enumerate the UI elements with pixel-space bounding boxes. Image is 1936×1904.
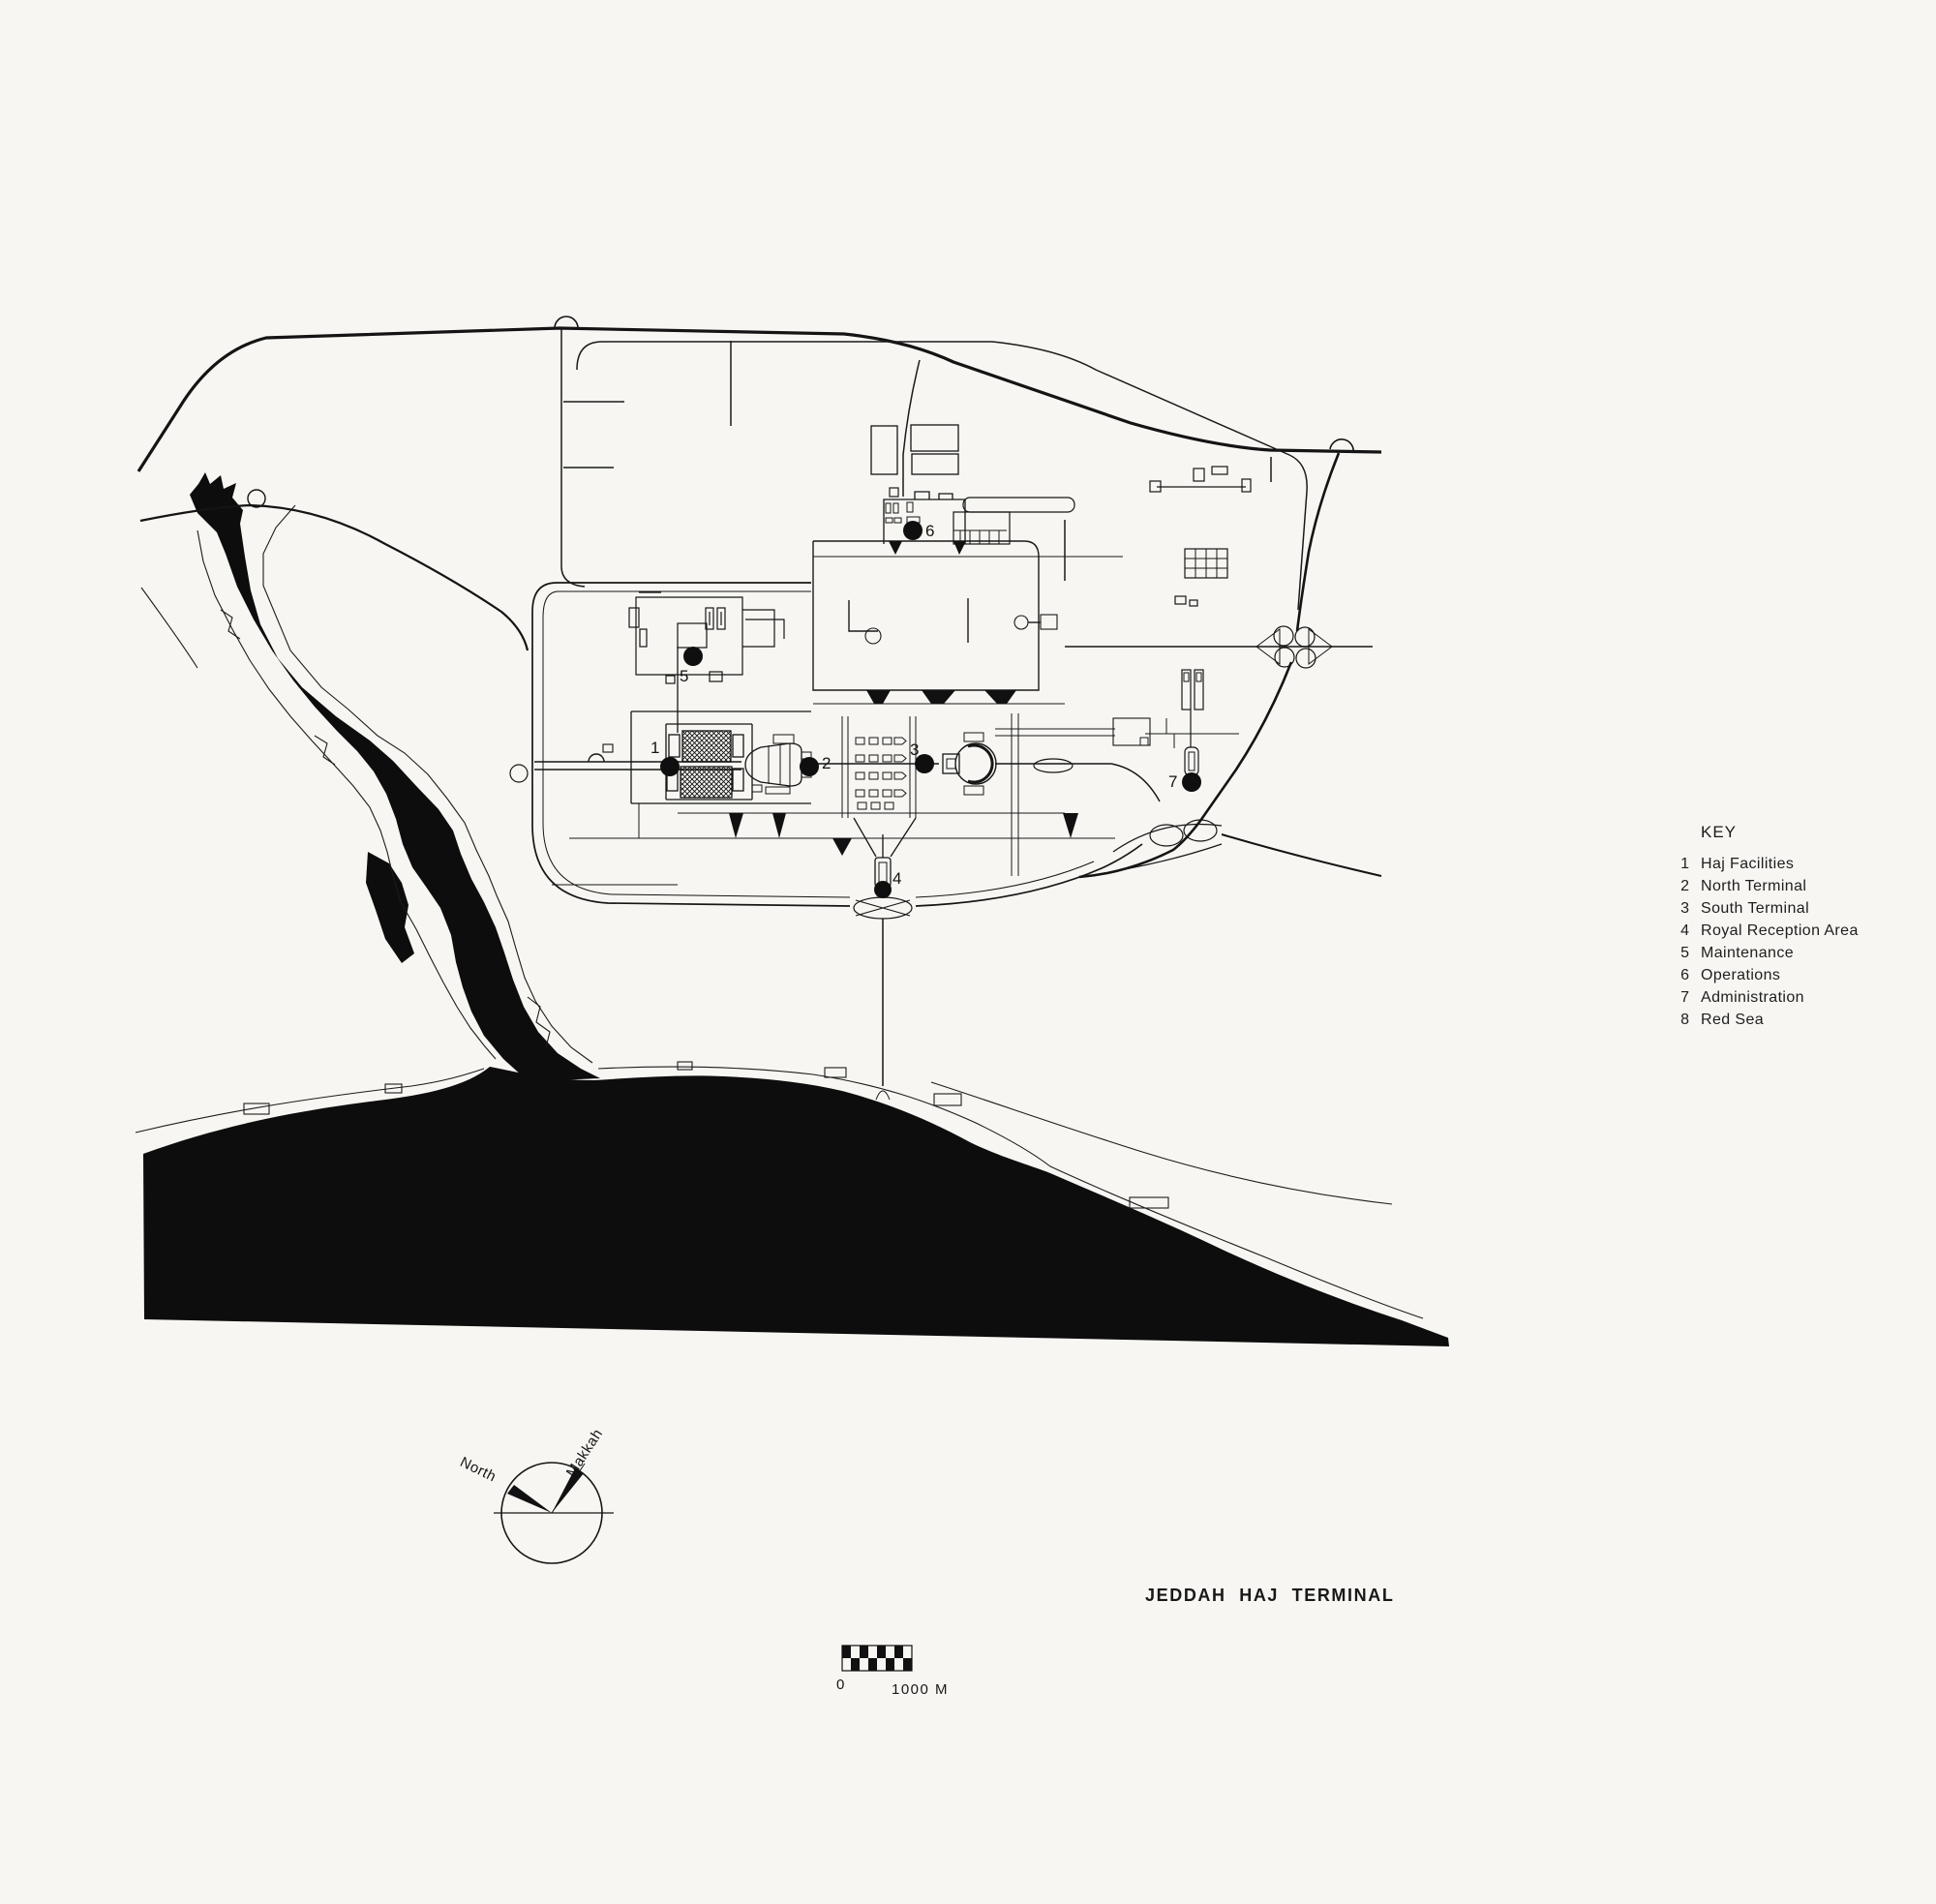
map-key: KEY 1 Haj Facilities 2 North Terminal 3 … [1674, 823, 1906, 1034]
key-item-number: 5 [1680, 945, 1689, 961]
creek-fill [190, 472, 600, 1080]
marker-label-4: 4 [892, 869, 902, 888]
marker-dot-7 [1182, 772, 1201, 792]
terminal-axis-road [509, 743, 1161, 802]
airport-loop-road [531, 582, 1143, 907]
key-item-red-sea: 8 Red Sea [1674, 1012, 1906, 1034]
drawing-title: JEDDAH HAJ TERMINAL [1145, 1586, 1395, 1605]
key-item-north-terminal: 2 North Terminal [1674, 878, 1906, 900]
marker-dot-5 [683, 647, 703, 666]
key-item-label: Operations [1701, 967, 1781, 983]
key-item-label: Maintenance [1701, 945, 1795, 961]
terminal-apron [569, 540, 1239, 876]
airfield-lines [560, 328, 1308, 611]
key-item-label: Administration [1701, 989, 1804, 1006]
haj-facilities-blocks [630, 647, 811, 804]
key-item-label: South Terminal [1701, 900, 1810, 917]
key-item-royal-reception-area: 4 Royal Reception Area [1674, 922, 1906, 945]
key-item-administration: 7 Administration [1674, 989, 1906, 1012]
key-item-operations: 6 Operations [1674, 967, 1906, 989]
key-item-label: Red Sea [1701, 1012, 1765, 1028]
scale-distance-label: 1000 M [892, 1681, 950, 1698]
south-terminal-stands [841, 716, 1074, 818]
highway-group [136, 316, 1382, 879]
key-item-label: Royal Reception Area [1701, 922, 1859, 939]
marker-dot-3 [915, 754, 934, 773]
key-item-number: 7 [1680, 989, 1689, 1006]
red-sea-fill [143, 1067, 1449, 1346]
key-heading: KEY [1701, 823, 1738, 841]
marker-label-5: 5 [680, 667, 689, 685]
key-item-label: Haj Facilities [1701, 856, 1795, 872]
key-item-number: 6 [1680, 967, 1689, 983]
interchanges [853, 625, 1373, 920]
compass-rose-icon [494, 1462, 614, 1564]
marker-dot-1 [660, 757, 680, 776]
key-item-number: 2 [1680, 878, 1689, 894]
marker-dot-4 [874, 881, 892, 898]
maintenance-cluster [628, 591, 785, 684]
marker-dot-6 [903, 521, 923, 540]
key-item-number: 8 [1680, 1012, 1689, 1028]
scale-bar-graphic [841, 1645, 913, 1672]
marker-label-7: 7 [1168, 772, 1178, 791]
marker-label-6: 6 [925, 522, 935, 540]
key-item-haj-facilities: 1 Haj Facilities [1674, 856, 1906, 878]
key-item-number: 4 [1680, 922, 1689, 939]
key-item-number: 3 [1680, 900, 1689, 917]
marker-dot-2 [800, 757, 819, 776]
key-item-label: North Terminal [1701, 878, 1807, 894]
key-item-south-terminal: 3 South Terminal [1674, 900, 1906, 922]
coastline-group [135, 504, 1424, 1319]
scale-zero-label: 0 [836, 1677, 845, 1693]
administration-area [1149, 466, 1252, 776]
key-item-maintenance: 5 Maintenance [1674, 945, 1906, 967]
key-item-number: 1 [1680, 856, 1689, 872]
royal-reception [853, 817, 917, 1101]
marker-label-1: 1 [650, 739, 660, 757]
marker-dots [660, 521, 1201, 898]
operations-cluster [870, 424, 1075, 555]
marker-label-3: 3 [910, 740, 920, 759]
marker-label-2: 2 [822, 754, 832, 772]
